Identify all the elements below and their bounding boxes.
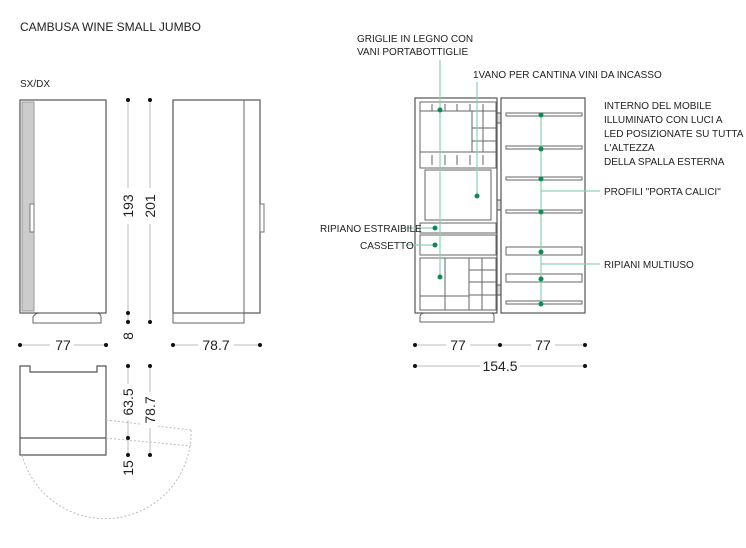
- label-pullout-shelf: RIPIANO ESTRAIBILE: [320, 224, 422, 235]
- dim-77-left: 77: [450, 337, 466, 353]
- dim-154-5: 154.5: [482, 358, 517, 374]
- label-interior-1: INTERNO DEL MOBILE: [604, 101, 712, 112]
- handle-icon: [259, 203, 265, 233]
- label-glass-profiles: PROFILI "PORTA CALICI": [604, 187, 721, 198]
- label-drawer: CASSETTO: [360, 241, 414, 252]
- dim-77-right: 77: [535, 337, 551, 353]
- dim-8: 8: [120, 332, 136, 340]
- front-width-dim: 77: [18, 336, 108, 353]
- label-interior-4: L'ALTEZZA: [604, 143, 655, 154]
- label-multi-shelves: RIPIANI MULTIUSO: [604, 260, 694, 271]
- dim-63-5: 63.5: [120, 388, 136, 415]
- label-wine-cellar: 1VANO PER CANTINA VINI DA INCASSO: [473, 70, 662, 81]
- label-grilles-1: GRIGLIE IN LEGNO CON: [357, 34, 473, 45]
- dim-193: 193: [120, 194, 136, 218]
- front-view: [19, 99, 107, 324]
- product-title: CAMBUSA WINE SMALL JUMBO: [20, 20, 201, 34]
- plan-view: 63.5 78.7 15: [19, 364, 192, 520]
- leaders: [405, 60, 600, 307]
- open-width-dims: 77 77 154.5: [413, 336, 587, 374]
- open-view: [414, 97, 586, 323]
- handle-icon: [29, 203, 35, 233]
- dim-201: 201: [142, 194, 158, 218]
- front-height-dims: 193 201 8: [120, 98, 158, 340]
- variant-label: SX/DX: [20, 79, 50, 90]
- side-view: 78.7: [171, 99, 265, 353]
- dim-15: 15: [120, 460, 136, 476]
- dim-78-7-plan: 78.7: [142, 396, 158, 423]
- label-interior-3: LED POSIZIONATE SU TUTTA: [604, 129, 744, 140]
- label-interior-2: ILLUMINATO CON LUCI A: [604, 115, 723, 126]
- dim-77-front: 77: [55, 337, 71, 353]
- label-grilles-2: VANI PORTABOTTIGLIE: [357, 47, 468, 58]
- label-interior-5: DELLA SPALLA ESTERNA: [604, 157, 725, 168]
- dim-78-7-side: 78.7: [202, 337, 229, 353]
